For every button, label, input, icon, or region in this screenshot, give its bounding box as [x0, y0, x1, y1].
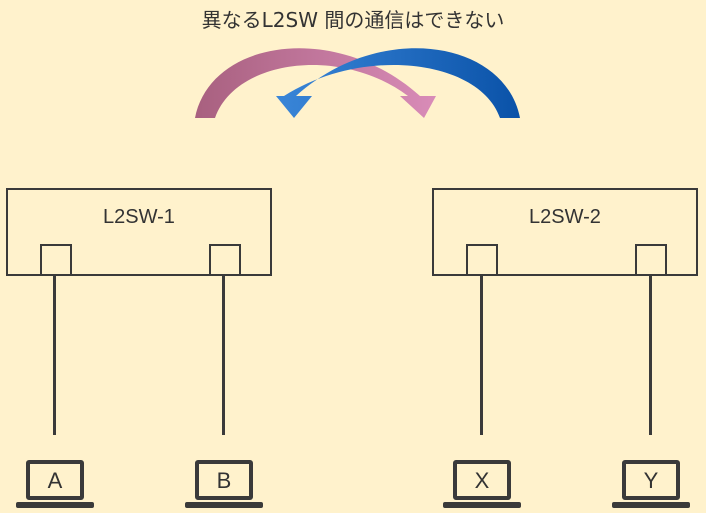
laptop-icon: B [185, 460, 263, 510]
host-label-a: A [47, 468, 63, 493]
host-label-x: X [474, 468, 490, 493]
arrow-right-to-left [276, 48, 520, 118]
host-label-b: B [216, 468, 232, 493]
host-label-y: Y [643, 468, 659, 493]
laptop-icon: X [443, 460, 521, 510]
switch-port [209, 244, 241, 276]
switch-port [40, 244, 72, 276]
cable-b [222, 275, 225, 435]
laptop-icon: A [16, 460, 94, 510]
switch-port [466, 244, 498, 276]
switch-l2sw-1: L2SW-1 [6, 188, 272, 276]
cable-a [53, 275, 56, 435]
arrow-left-to-right [195, 48, 436, 118]
switch-label: L2SW-2 [529, 206, 601, 228]
blocked-communication-arrows [195, 48, 520, 118]
switch-label: L2SW-1 [103, 206, 175, 228]
cable-y [649, 275, 652, 435]
switch-port [635, 244, 667, 276]
diagram-title: 異なるL2SW 間の通信はできない [201, 8, 505, 32]
switch-l2sw-2: L2SW-2 [432, 188, 698, 276]
cable-x [480, 275, 483, 435]
laptop-icon: Y [612, 460, 690, 510]
